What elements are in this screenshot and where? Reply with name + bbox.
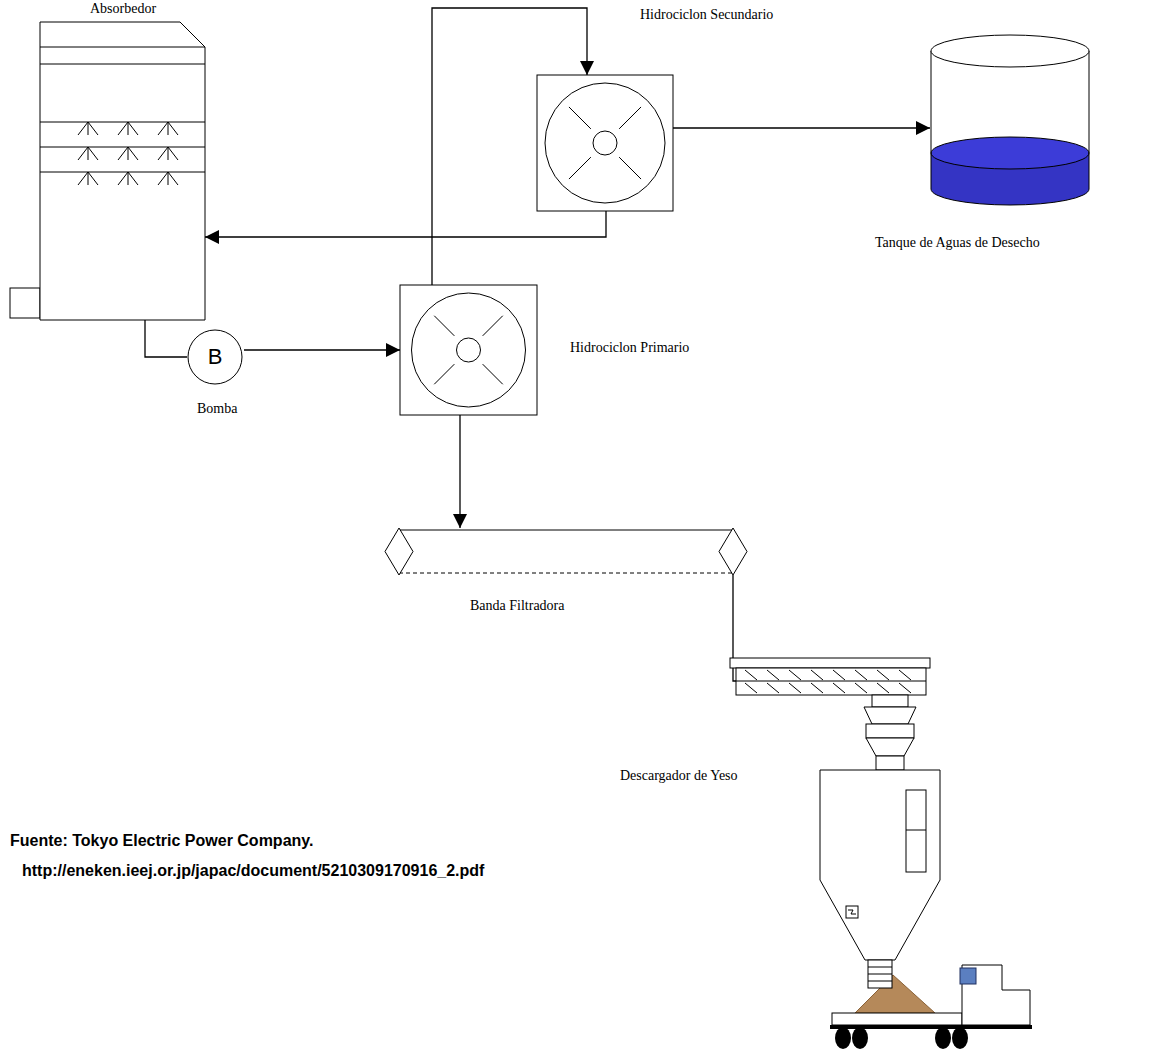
- process-flow-line: [673, 127, 930, 128]
- belt-filter-outline: [385, 528, 747, 575]
- source-note: http://eneken.ieej.or.jp/japac/document/…: [22, 862, 484, 880]
- pump-letter: B: [187, 329, 243, 385]
- process-flow-line: [244, 349, 400, 350]
- unit-label: Tanque de Aguas de Desecho: [875, 235, 1040, 252]
- unit-label: Banda Filtradora: [470, 598, 564, 615]
- unit-label: Absorbedor: [90, 1, 156, 18]
- hydrocyclone: Hidrociclon Primario: [400, 285, 537, 415]
- screw-conveyor: [730, 658, 930, 695]
- hydrocyclone-outline: [537, 75, 673, 211]
- source-note: Fuente: Tokyo Electric Power Company.: [10, 832, 313, 850]
- feeder: [864, 695, 916, 770]
- absorber-tower: Absorbedor: [40, 22, 205, 320]
- inlet-box: [10, 288, 40, 318]
- process-flow-line: [205, 211, 606, 237]
- truck: [830, 965, 1032, 1049]
- hydrocyclone-outline: [400, 285, 537, 415]
- waste-water-tank-outline: [930, 35, 1090, 205]
- gypsum-silo: Descargador de Yeso: [820, 770, 940, 990]
- unit-label: Hidrociclon Primario: [570, 340, 689, 357]
- belt-filter: Banda Filtradora: [385, 528, 747, 575]
- gypsum-silo-outline: [820, 770, 940, 990]
- waste-water-tank: Tanque de Aguas de Desecho: [930, 35, 1090, 205]
- unit-label: Hidrociclon Secundario: [640, 7, 773, 24]
- hydrocyclone: Hidrociclon Secundario: [537, 75, 673, 211]
- absorber-tower-outline: [40, 22, 205, 320]
- process-flow-line: [145, 320, 187, 357]
- process-flow-line: [459, 415, 460, 528]
- pump-circle: BBomba: [187, 329, 243, 385]
- unit-label: Bomba: [197, 401, 237, 418]
- unit-label: Descargador de Yeso: [620, 768, 738, 785]
